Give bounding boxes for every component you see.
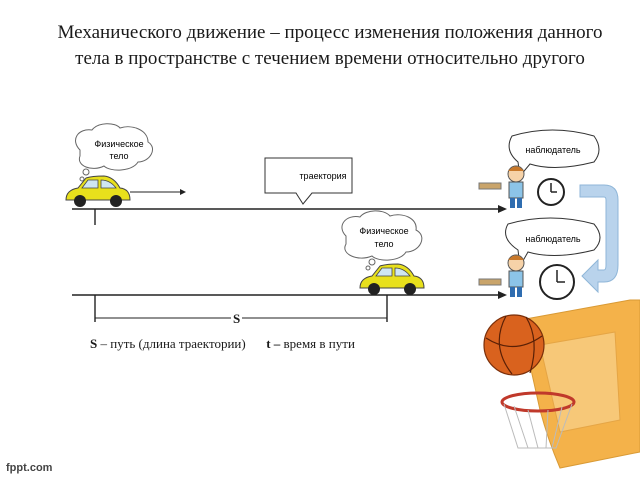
car-bottom xyxy=(359,263,425,295)
speech-bubble-observer-bottom: наблюдатель xyxy=(505,217,601,268)
basketball-hoop-decoration xyxy=(483,299,640,469)
legend-s-text: – путь (длина траектории) xyxy=(100,336,246,351)
observer-figure-top xyxy=(507,165,525,208)
signpost-bottom xyxy=(478,278,502,286)
slide-title: Механического движение – процесс изменен… xyxy=(57,22,603,69)
legend-t-symbol: t – xyxy=(266,336,281,351)
legend-s-symbol: S xyxy=(90,336,98,351)
bubble-label-body-bottom-line1: Физическое xyxy=(359,226,408,236)
watermark: fppt.com xyxy=(6,462,53,474)
legend: S – путь (длина траектории) t – время в … xyxy=(90,336,355,352)
signpost-top xyxy=(478,182,502,190)
bubble-label-body-top-line2: тело xyxy=(109,151,128,161)
legend-t-text: время в пути xyxy=(283,336,355,351)
speech-bubble-observer-top: наблюдатель xyxy=(508,129,600,178)
trajectory-label: траектория xyxy=(299,171,346,181)
thought-bubble-body-top: Физическое тело xyxy=(75,123,153,182)
bubble-label-observer-top: наблюдатель xyxy=(525,145,581,155)
bubble-label-body-bottom-line2: тело xyxy=(374,239,393,249)
distance-symbol: S xyxy=(231,311,243,327)
clock-icon-top xyxy=(537,178,565,206)
return-arrow xyxy=(579,184,619,294)
observer-figure-bottom xyxy=(507,254,525,297)
bubble-label-observer-bottom: наблюдатель xyxy=(525,234,581,244)
clock-icon-bottom xyxy=(539,264,575,300)
car-top xyxy=(65,175,131,207)
bubble-label-body-top-line1: Физическое xyxy=(94,139,143,149)
trajectory-callout: траектория xyxy=(264,157,353,205)
thought-bubble-body-bottom: Физическое тело xyxy=(341,210,423,271)
